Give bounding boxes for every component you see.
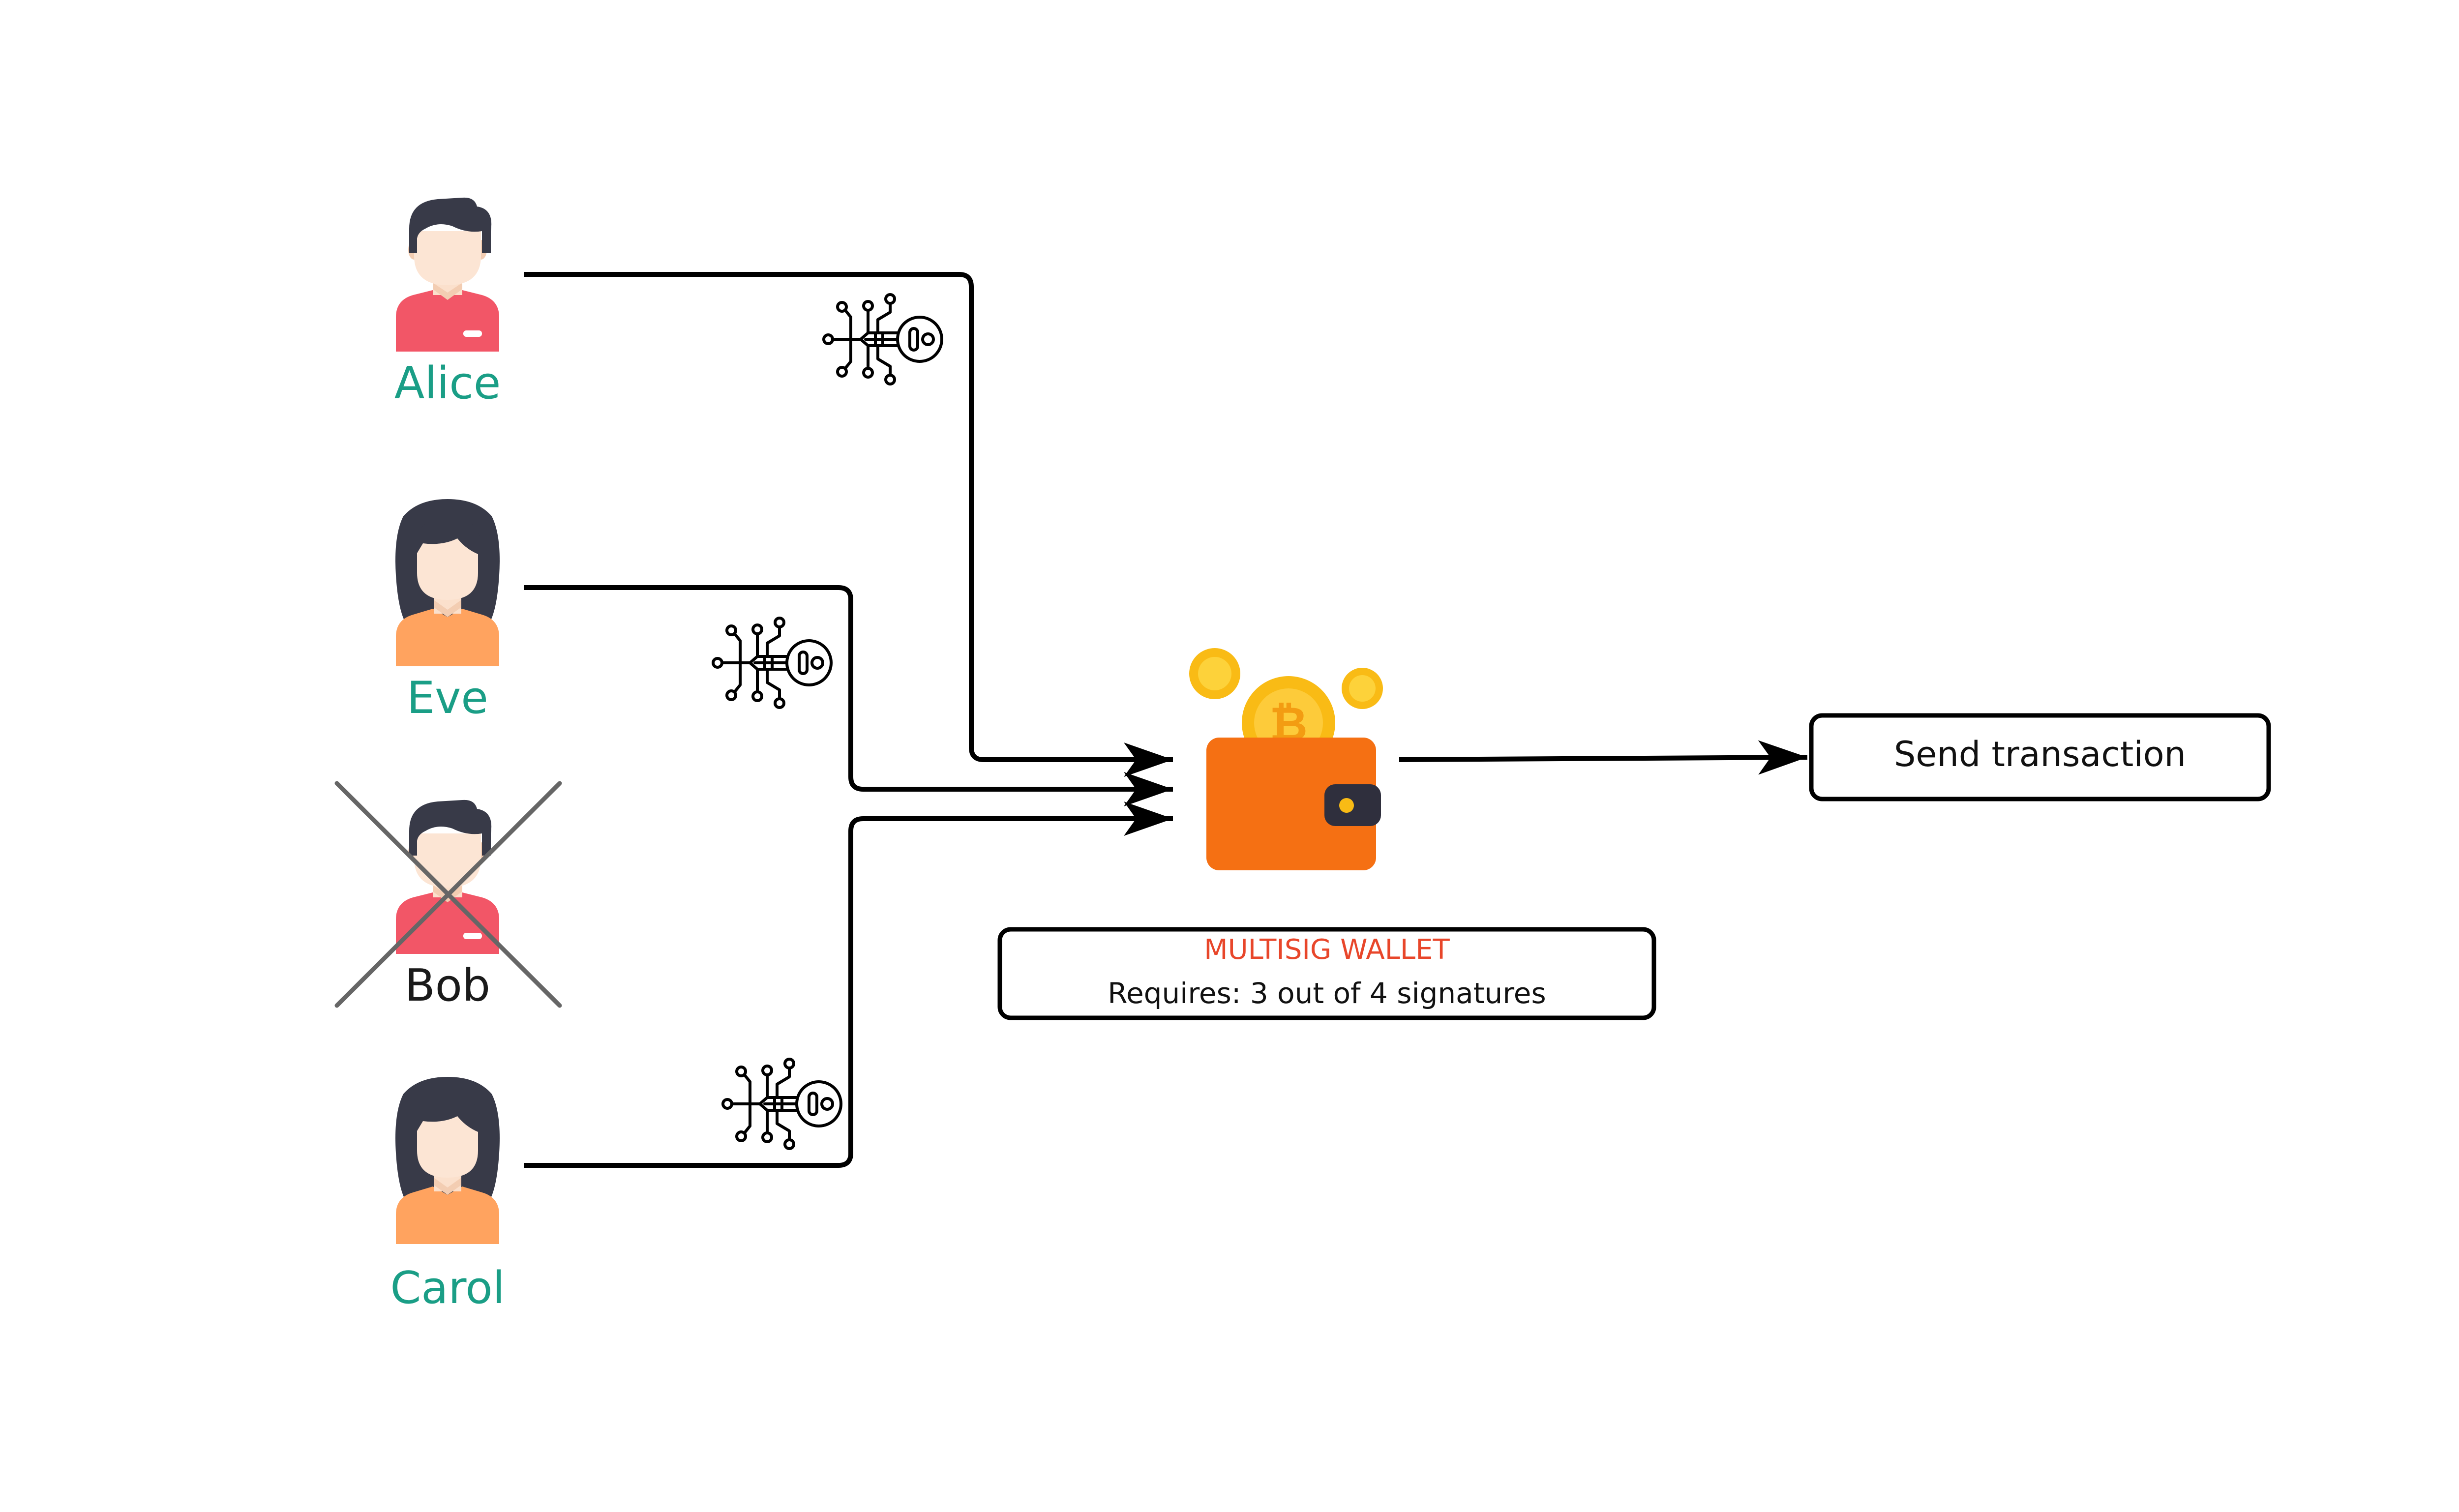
x-mark-icon [334,781,562,1008]
send-transaction-box: Send transaction [1809,713,2271,801]
person-icon [395,1077,500,1244]
signer-carol: Carol [390,1077,505,1314]
signer-alice: Alice [394,197,501,409]
connector-carol [524,801,1173,1168]
signer-eve: Eve [395,499,500,724]
connectors [524,272,1808,1168]
send-transaction-label: Send transaction [1894,734,2186,774]
signer-name: Alice [394,357,501,409]
wallet-requirement: Requires: 3 out of 4 signatures [1108,977,1546,1010]
wallet-title: MULTISIG WALLET [1204,934,1450,966]
person-icon [395,499,500,666]
person-icon [396,197,499,352]
signer-name: Bob [405,960,490,1011]
wallet-info-box: MULTISIG WALLET Requires: 3 out of 4 sig… [997,927,1656,1020]
digital-key-icon [713,618,831,708]
bitcoin-wallet-icon: ₿ [1189,648,1383,870]
connector-alice [524,272,1173,777]
signer-bob: Bob [334,781,562,1011]
signer-name: Carol [390,1262,505,1314]
signer-name: Eve [407,672,488,724]
connector-eve [524,585,1173,806]
digital-key-icon [723,1059,841,1149]
digital-key-icon [824,295,942,384]
connector-wallet-to-action [1399,740,1808,775]
